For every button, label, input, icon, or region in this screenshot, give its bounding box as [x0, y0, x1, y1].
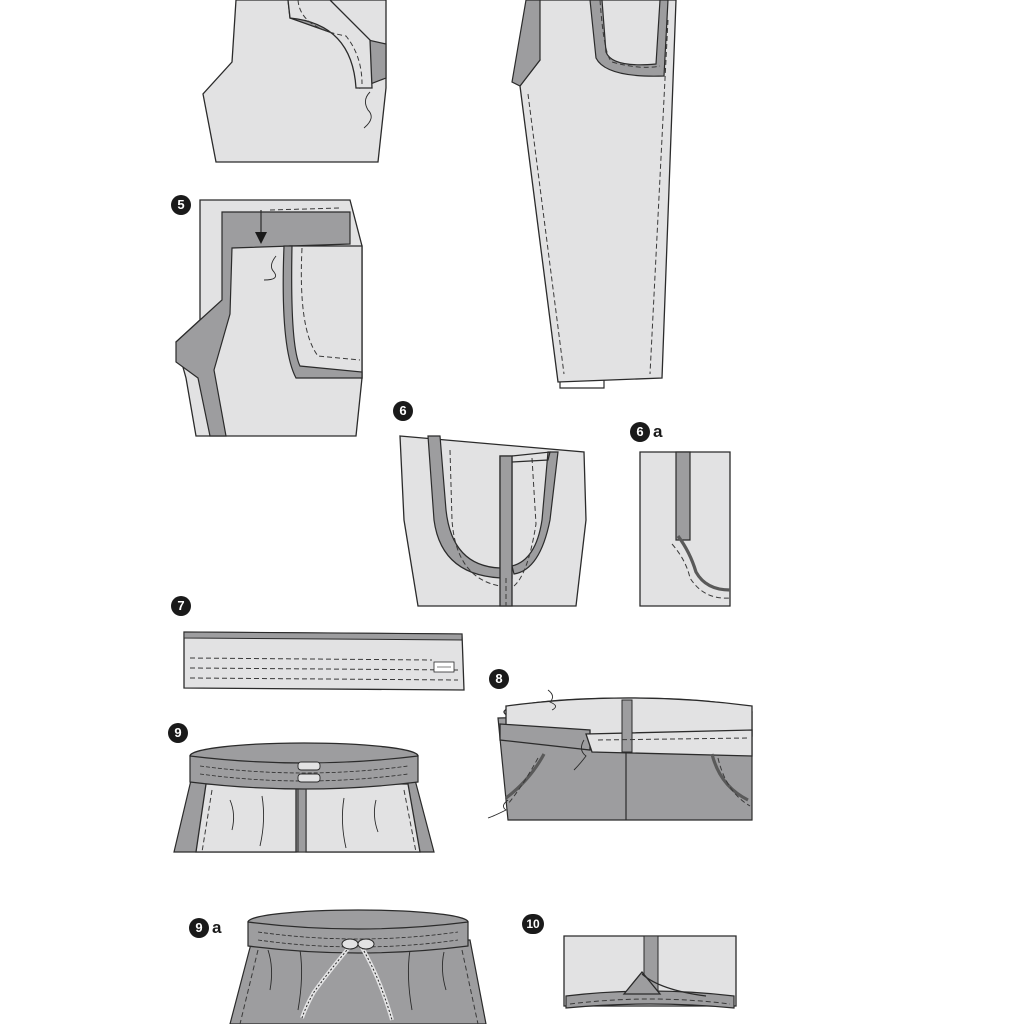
step9a-drawstring-waist [229, 909, 487, 1024]
step-badge-6: 6 [393, 401, 413, 421]
step4-front-leg [202, 0, 387, 163]
step6-front-crotch [399, 435, 587, 607]
step-badge-9a-letter: a [212, 918, 222, 937]
step5-leg-with-facing [175, 199, 363, 437]
step7-waistband [183, 631, 465, 691]
step-badge-10: 10 [522, 914, 544, 934]
step10-hem [563, 935, 737, 1009]
step8-attach-waistband [487, 689, 753, 821]
step4-full-leg [511, 0, 677, 389]
step-badge-9a: 9 [189, 918, 209, 938]
step-badge-5: 5 [171, 195, 191, 215]
step9-gathered-waist [173, 742, 435, 853]
step-badge-8: 8 [489, 669, 509, 689]
step-badge-6a-letter: a [653, 422, 663, 441]
step-badge-7: 7 [171, 596, 191, 616]
step-badge-9: 9 [168, 723, 188, 743]
step6a-crotch-detail [639, 451, 731, 607]
step-badge-6a: 6 [630, 422, 650, 442]
